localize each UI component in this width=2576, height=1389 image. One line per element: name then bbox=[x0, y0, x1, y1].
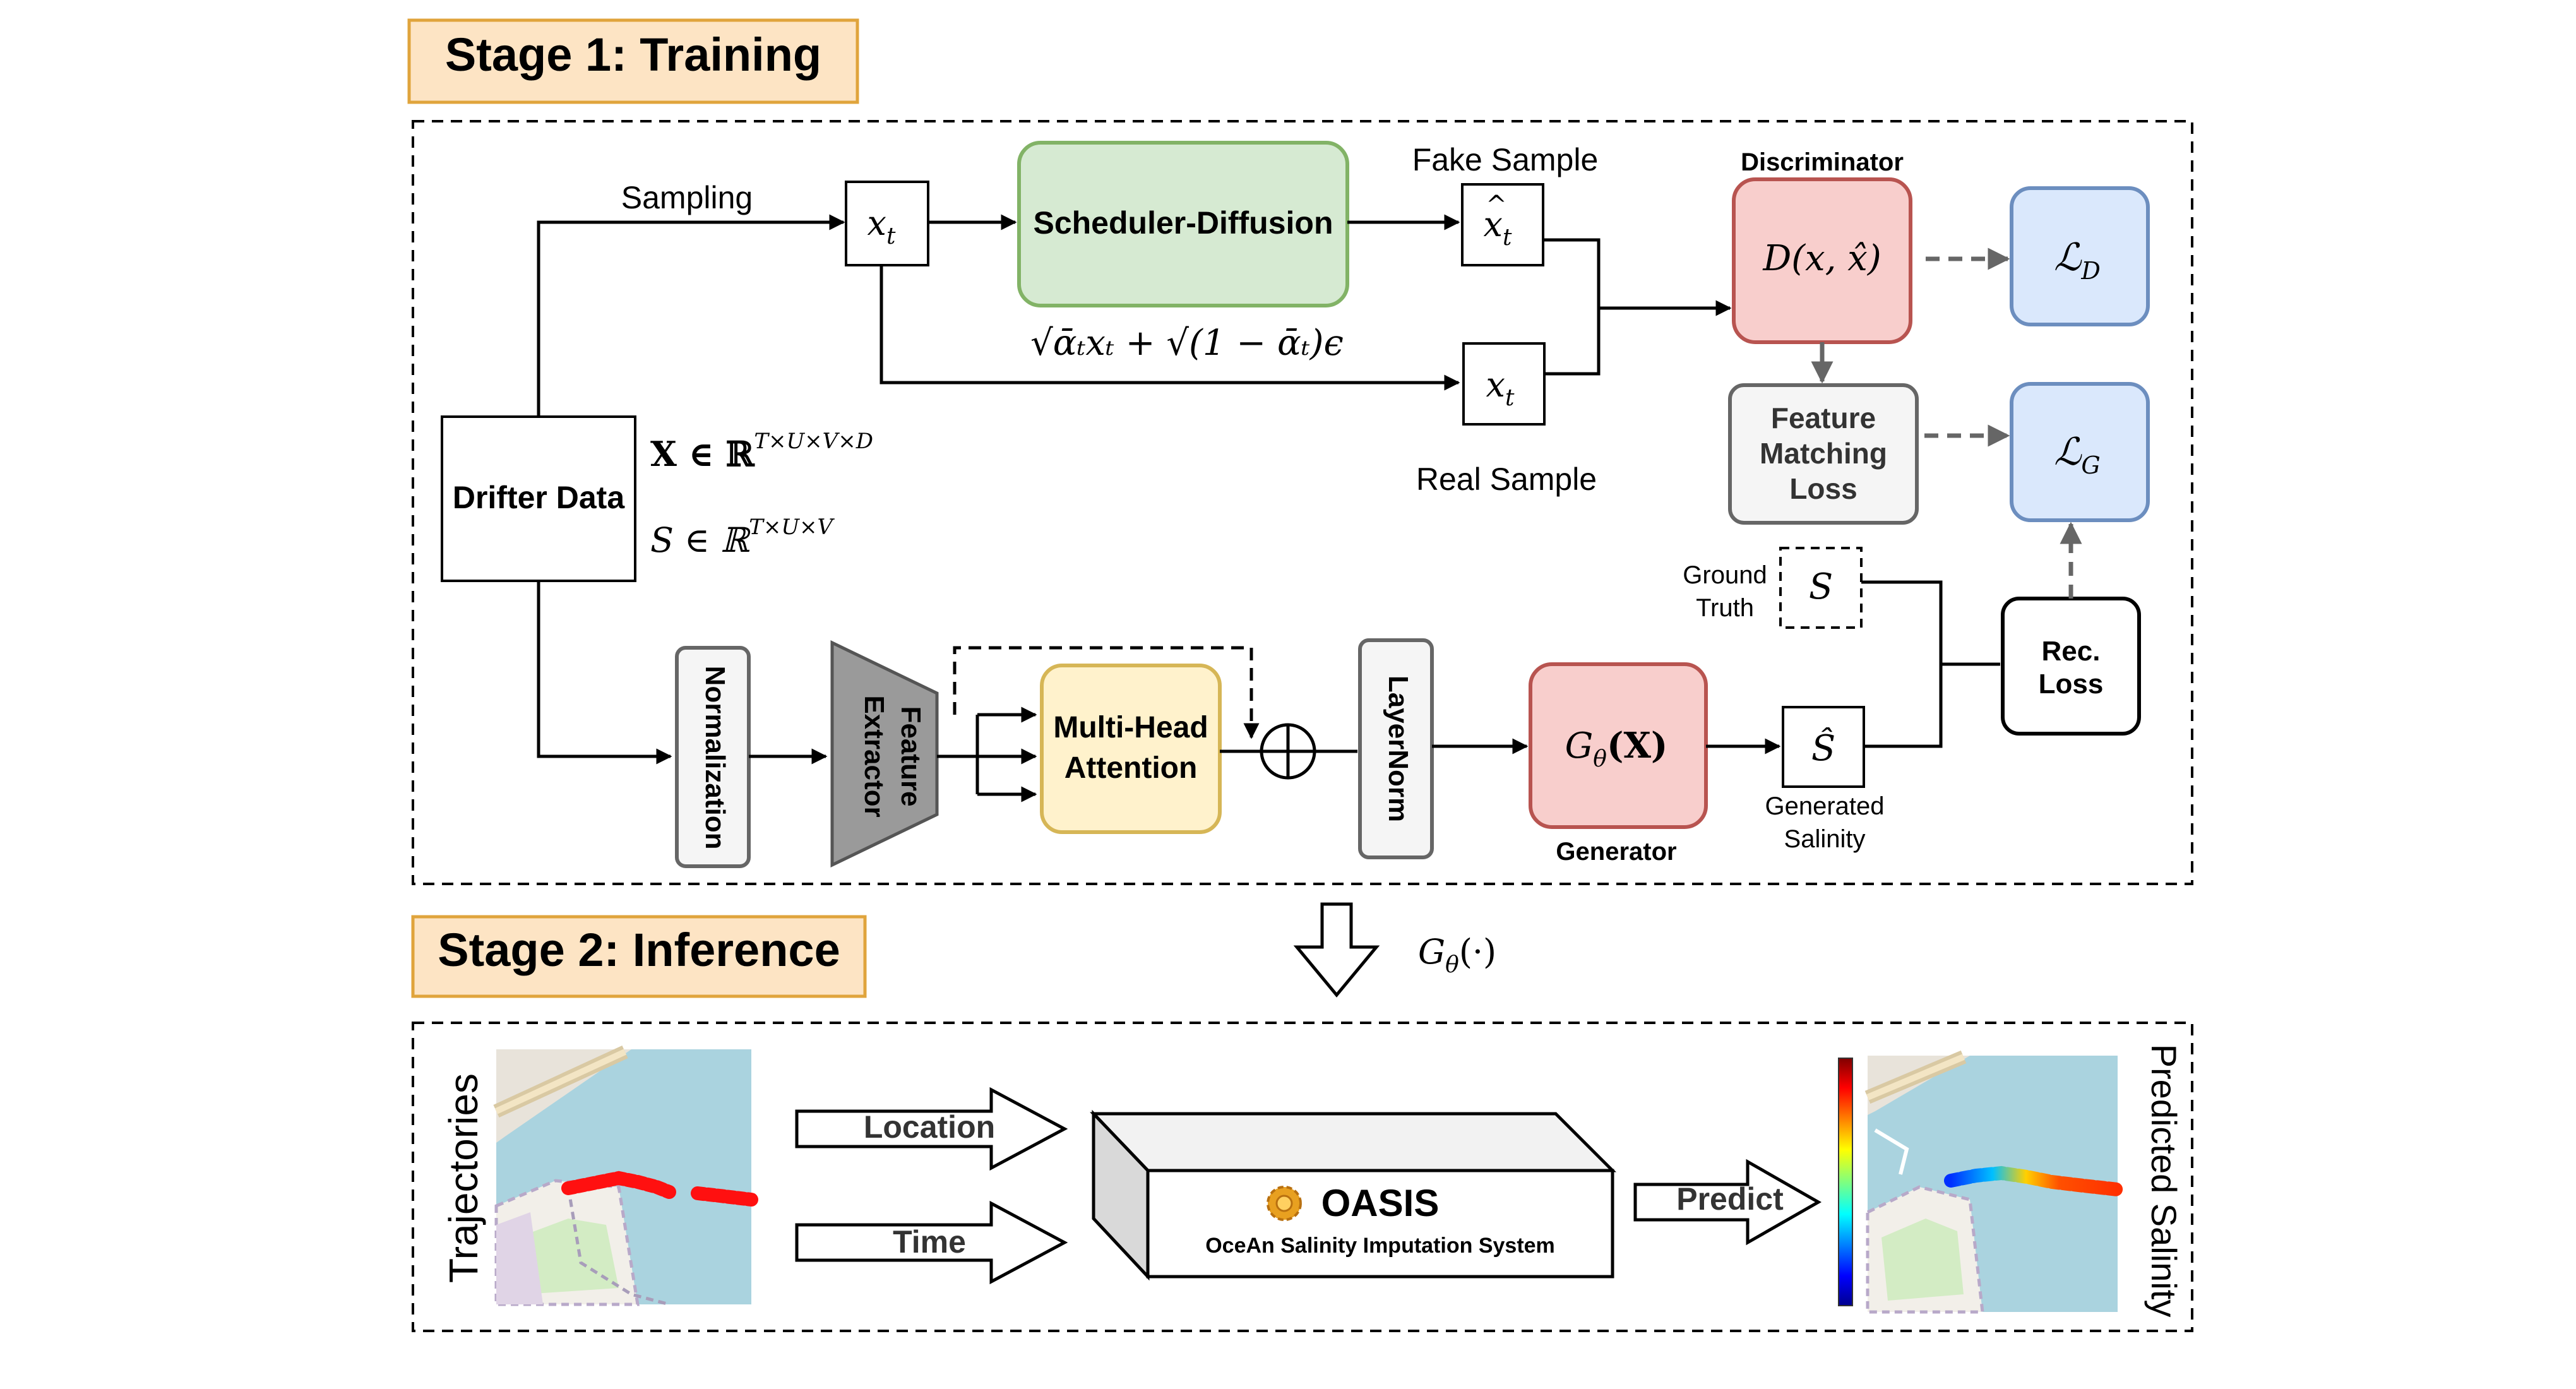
ground-truth-line2: Truth bbox=[1696, 594, 1754, 622]
svg-text:^: ^ bbox=[1486, 191, 1507, 220]
s-hat-node: Ŝ bbox=[1782, 706, 1865, 788]
time-arrow: Time bbox=[795, 1200, 1068, 1285]
scheduler-label: Scheduler-Diffusion bbox=[1033, 205, 1333, 241]
location-arrow: Location bbox=[795, 1087, 1068, 1171]
trajectories-label: Trajectories bbox=[441, 1073, 486, 1283]
generator-node: Gθ(X) bbox=[1529, 662, 1708, 829]
generator-title: Generator bbox=[1556, 838, 1676, 866]
loss-d-node: ℒD bbox=[2010, 186, 2150, 326]
discriminator-node: D(x, x̂) bbox=[1732, 177, 1912, 344]
stage1-frame bbox=[412, 120, 2193, 885]
svg-text:Extractor: Extractor bbox=[859, 695, 890, 817]
svg-text:ℒG: ℒG bbox=[2054, 430, 2101, 479]
layernorm-node: LayerNorm bbox=[1358, 638, 1434, 859]
svg-text:Matching: Matching bbox=[1760, 437, 1887, 470]
scheduler-diffusion-node: Scheduler-Diffusion bbox=[1017, 141, 1349, 307]
svg-text:Loss: Loss bbox=[2039, 669, 2104, 700]
stage1-title: Stage 1: Training bbox=[445, 28, 821, 81]
svg-text:ℒD: ℒD bbox=[2054, 235, 2101, 285]
s-space-label: S ∈ ℝT×U×V bbox=[650, 515, 835, 560]
predict-arrow: Predict bbox=[1633, 1159, 1822, 1246]
svg-text:Ŝ: Ŝ bbox=[1811, 727, 1835, 769]
time-label: Time bbox=[893, 1224, 966, 1260]
stage1-header: Stage 1: Training bbox=[407, 18, 859, 104]
svg-text:xt: xt bbox=[1484, 205, 1512, 251]
colorbar bbox=[1838, 1058, 1853, 1306]
predict-label: Predict bbox=[1676, 1181, 1784, 1217]
predicted-salinity-label: Predicted Salinity bbox=[2144, 1044, 2184, 1318]
location-label: Location bbox=[864, 1109, 995, 1145]
svg-text:Gθ(X): Gθ(X) bbox=[1565, 725, 1668, 772]
trajectory-map bbox=[493, 1046, 758, 1306]
gear-icon bbox=[1267, 1186, 1302, 1221]
xt-node: xt bbox=[845, 181, 929, 266]
residual-connection bbox=[953, 646, 1260, 739]
svg-text:Attention: Attention bbox=[1064, 751, 1198, 785]
svg-text:Feature: Feature bbox=[1771, 402, 1876, 434]
diffusion-formula: √ᾱₜxₜ + √(1 − ᾱₜ)ϵ bbox=[1030, 323, 1344, 364]
multi-head-attention-node: Multi-Head Attention bbox=[1040, 664, 1222, 834]
svg-text:S: S bbox=[1809, 566, 1833, 607]
discriminator-title: Discriminator bbox=[1741, 148, 1904, 176]
rec-merge-bracket bbox=[1861, 580, 1943, 748]
svg-text:Rec.: Rec. bbox=[2042, 636, 2101, 667]
feature-extractor-node: Feature Extractor bbox=[830, 640, 939, 867]
svg-text:xt: xt bbox=[1486, 365, 1515, 411]
drifter-data-label: Drifter Data bbox=[453, 480, 625, 515]
fake-sample-label: Fake Sample bbox=[1412, 142, 1599, 177]
svg-text:Multi-Head: Multi-Head bbox=[1053, 711, 1208, 744]
plus-circle-icon bbox=[1260, 723, 1316, 780]
generated-salinity-line1: Generated bbox=[1765, 792, 1884, 820]
ground-truth-line1: Ground bbox=[1683, 561, 1767, 589]
g-theta-label: Gθ(·) bbox=[1418, 932, 1496, 978]
oasis-subtitle: OceAn Salinity Imputation System bbox=[1205, 1234, 1555, 1258]
loss-g-node: ℒG bbox=[2010, 382, 2150, 522]
generated-salinity-line2: Salinity bbox=[1784, 825, 1866, 853]
svg-text:LayerNorm: LayerNorm bbox=[1383, 676, 1414, 822]
sampling-label: Sampling bbox=[621, 180, 753, 215]
svg-text:Loss: Loss bbox=[1789, 472, 1857, 505]
normalization-node: Normalization bbox=[675, 646, 751, 868]
stage2-title: Stage 2: Inference bbox=[438, 924, 840, 976]
x-space-label: X ∈ ℝT×U×V×D bbox=[650, 429, 873, 474]
oasis-box: OASIS OceAn Salinity Imputation System bbox=[1090, 1109, 1617, 1281]
drifter-to-norm-arrow bbox=[537, 581, 672, 765]
discriminator-formula: D(x, x̂) bbox=[1762, 238, 1881, 279]
svg-text:xt: xt bbox=[868, 203, 896, 249]
real-sample-arrow bbox=[880, 265, 1460, 391]
sampling-arrow bbox=[537, 214, 845, 417]
svg-text:Normalization: Normalization bbox=[700, 666, 730, 850]
feature-matching-node: Feature Matching Loss bbox=[1728, 383, 1919, 525]
svg-text:Feature: Feature bbox=[895, 706, 926, 807]
xhat-t-node: xt ^ bbox=[1461, 183, 1544, 266]
stage2-header: Stage 2: Inference bbox=[411, 915, 867, 998]
rec-loss-node: Rec. Loss bbox=[2001, 597, 2141, 736]
xt-real-node: xt bbox=[1462, 342, 1546, 426]
s-ground-truth-node: S bbox=[1779, 547, 1863, 629]
oasis-title: OASIS bbox=[1321, 1182, 1440, 1224]
predicted-map bbox=[1864, 1050, 2125, 1314]
stage2-frame bbox=[412, 1022, 2193, 1332]
real-sample-label: Real Sample bbox=[1416, 462, 1597, 497]
drifter-data-node: Drifter Data bbox=[441, 415, 636, 582]
merge-bracket bbox=[1543, 238, 1601, 376]
hollow-arrow-icon bbox=[1293, 902, 1380, 998]
